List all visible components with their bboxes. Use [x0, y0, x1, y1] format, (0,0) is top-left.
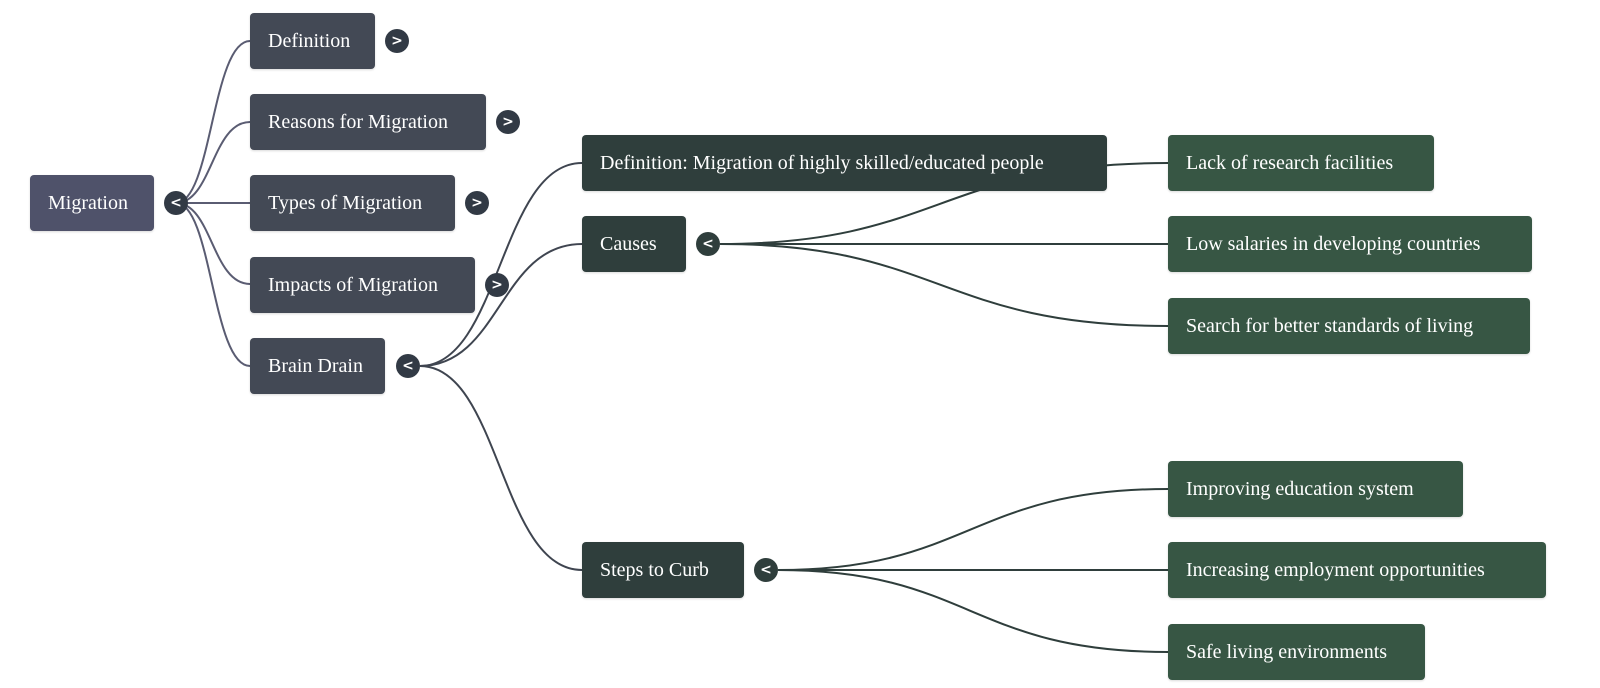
collapse-brain-drain-toggle[interactable]: <	[396, 354, 420, 378]
link-steps-safe	[777, 569, 1169, 653]
link-steps-education	[777, 488, 1169, 571]
node-brain-drain-definition[interactable]: Definition: Migration of highly skilled/…	[582, 135, 1107, 191]
node-definition[interactable]: Definition	[250, 13, 375, 69]
expand-reasons-toggle[interactable]: >	[496, 110, 520, 134]
leaf-safe-living-environments[interactable]: Safe living environments	[1168, 624, 1425, 680]
leaf-low-salaries[interactable]: Low salaries in developing countries	[1168, 216, 1532, 272]
link-brain-drain-steps	[419, 365, 583, 571]
leaf-improving-education-system[interactable]: Improving education system	[1168, 461, 1463, 517]
expand-definition-toggle[interactable]: >	[385, 29, 409, 53]
collapse-migration-toggle[interactable]: <	[164, 191, 188, 215]
leaf-increasing-employment[interactable]: Increasing employment opportunities	[1168, 542, 1546, 598]
link-root-reasons	[175, 121, 251, 204]
node-migration[interactable]: Migration	[30, 175, 154, 231]
node-causes[interactable]: Causes	[582, 216, 686, 272]
expand-impacts-toggle[interactable]: >	[485, 273, 509, 297]
link-root-impacts	[175, 202, 251, 285]
node-reasons-for-migration[interactable]: Reasons for Migration	[250, 94, 486, 150]
link-root-brain-drain	[175, 202, 251, 367]
expand-types-toggle[interactable]: >	[465, 191, 489, 215]
link-causes-standards	[719, 243, 1169, 327]
collapse-causes-toggle[interactable]: <	[696, 232, 720, 256]
link-brain-drain-causes	[419, 243, 583, 367]
node-types-of-migration[interactable]: Types of Migration	[250, 175, 455, 231]
link-root-definition	[175, 40, 251, 204]
leaf-better-standards-of-living[interactable]: Search for better standards of living	[1168, 298, 1530, 354]
node-brain-drain[interactable]: Brain Drain	[250, 338, 385, 394]
link-brain-drain-definition	[419, 162, 583, 367]
node-impacts-of-migration[interactable]: Impacts of Migration	[250, 257, 475, 313]
leaf-lack-of-research-facilities[interactable]: Lack of research facilities	[1168, 135, 1434, 191]
collapse-steps-toggle[interactable]: <	[754, 558, 778, 582]
node-steps-to-curb[interactable]: Steps to Curb	[582, 542, 744, 598]
